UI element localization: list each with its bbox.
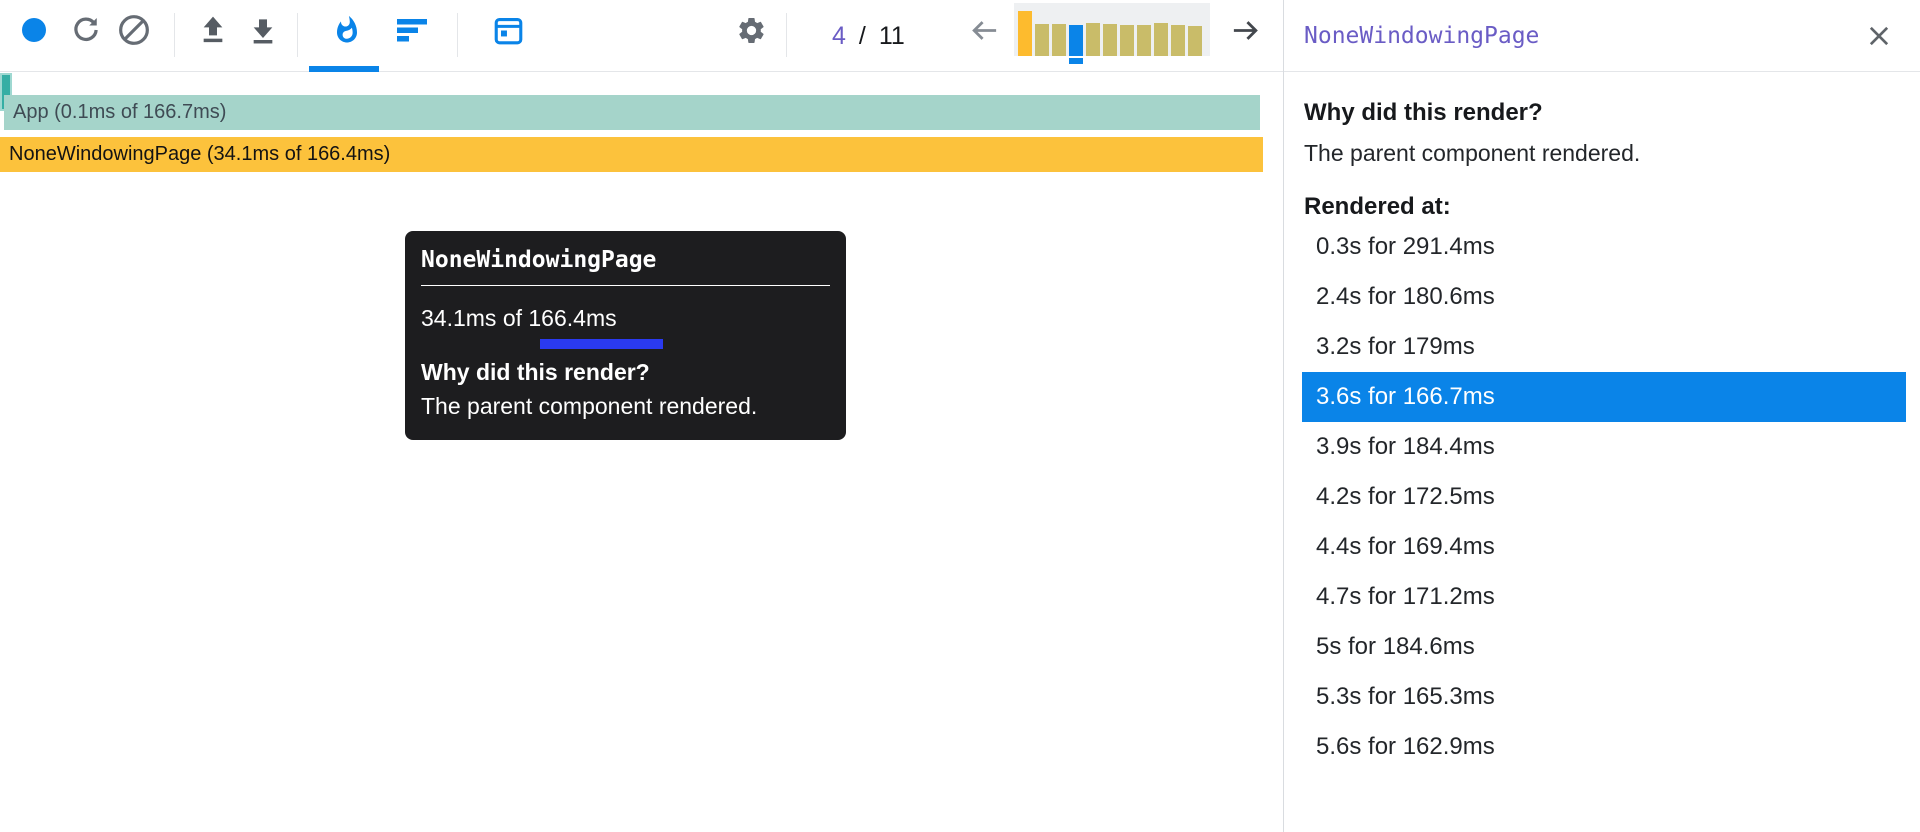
reload-icon — [74, 17, 98, 42]
commit-bar-chart — [1014, 3, 1210, 64]
ranked-chart-icon — [397, 19, 427, 42]
download-icon — [253, 19, 273, 44]
commit-bar[interactable] — [1103, 24, 1117, 56]
timeline-calendar-icon — [494, 17, 522, 44]
tooltip-component-name: NoneWindowingPage — [421, 247, 657, 273]
flame-bar-app[interactable]: App (0.1ms of 166.7ms) — [4, 95, 1260, 130]
tooltip-why-answer: The parent component rendered. — [421, 393, 758, 419]
commit-bar[interactable] — [1035, 24, 1049, 56]
commit-total: 11 — [878, 21, 905, 50]
block-icon — [119, 15, 149, 45]
commit-bar[interactable] — [1137, 25, 1151, 56]
flame-icon — [337, 15, 357, 43]
rendered-at-list: 0.3s for 291.4ms 2.4s for 180.6ms 3.2s for… — [1302, 222, 1906, 772]
commit-number-input[interactable]: 4 — [832, 21, 846, 50]
flamegraph-area: App (0.1ms of 166.7ms) NoneWindowingPage… — [0, 73, 1282, 832]
active-tab-indicator — [309, 66, 379, 72]
why-did-this-render-reason: The parent component rendered. — [1304, 140, 1641, 166]
profiler-toolbar: 4 / 11 — [0, 0, 1283, 72]
toolbar-separator — [174, 13, 175, 57]
settings-button[interactable] — [732, 11, 770, 49]
pagination-separator: / — [858, 21, 866, 50]
record-icon — [22, 18, 46, 42]
rendered-at-item[interactable]: 5.3s for 165.3ms — [1316, 683, 1495, 710]
record-button[interactable] — [15, 11, 53, 49]
toolbar-separator — [297, 13, 298, 57]
toolbar-separator — [786, 13, 787, 57]
rendered-at-item[interactable]: 3.6s for 166.7ms — [1302, 372, 1906, 422]
rendered-at-item[interactable]: 3.2s for 179ms — [1316, 333, 1475, 360]
selected-commit-marker — [1069, 58, 1083, 64]
commit-bar[interactable] — [1154, 23, 1168, 56]
commit-bar[interactable] — [1120, 25, 1134, 56]
rendered-at-item[interactable]: 4.2s for 172.5ms — [1316, 483, 1495, 510]
gear-icon — [738, 17, 764, 43]
tooltip-divider — [421, 285, 830, 286]
rendered-at-item[interactable]: 0.3s for 291.4ms — [1316, 233, 1495, 260]
commit-bar[interactable] — [1188, 26, 1202, 56]
cursor-highlight-bar — [540, 339, 663, 349]
rendered-at-item[interactable]: 4.7s for 171.2ms — [1316, 583, 1495, 610]
why-did-this-render-heading: Why did this render? — [1304, 99, 1543, 126]
timeline-tab-button[interactable] — [489, 11, 527, 49]
close-panel-button[interactable] — [1860, 17, 1898, 55]
commit-bar[interactable] — [1052, 24, 1066, 56]
load-profile-button[interactable] — [194, 11, 232, 49]
commit-bar[interactable] — [1018, 11, 1032, 56]
rendered-at-item[interactable]: 2.4s for 180.6ms — [1316, 283, 1495, 310]
commit-bar[interactable] — [1171, 25, 1185, 56]
upload-icon — [203, 16, 223, 43]
details-panel-body: Why did this render? The parent componen… — [1284, 72, 1920, 772]
save-profile-button[interactable] — [244, 11, 282, 49]
rendered-at-heading: Rendered at: — [1304, 193, 1451, 220]
flame-tooltip: NoneWindowingPage 34.1ms of 166.4ms Why … — [405, 231, 846, 440]
arrow-right-icon — [1233, 20, 1258, 40]
rendered-at-item[interactable]: 3.9s for 184.4ms — [1316, 433, 1495, 460]
arrow-left-icon — [971, 20, 996, 40]
flame-bar-nonewindowingpage[interactable]: NoneWindowingPage (34.1ms of 166.4ms) — [0, 137, 1263, 172]
rendered-at-item[interactable]: 5.6s for 162.9ms — [1316, 733, 1495, 760]
reload-profile-button[interactable] — [67, 11, 105, 49]
close-icon — [1869, 26, 1889, 46]
component-details-panel: NoneWindowingPage Why did this render? T… — [1283, 0, 1920, 832]
tooltip-timing: 34.1ms of 166.4ms — [421, 305, 617, 331]
previous-commit-button[interactable] — [965, 11, 1003, 49]
commit-pagination: 4 / 11 — [832, 0, 905, 72]
rendered-at-item[interactable]: 4.4s for 169.4ms — [1316, 533, 1495, 560]
tooltip-why-title: Why did this render? — [421, 359, 650, 385]
commit-bar[interactable] — [1086, 23, 1100, 56]
flamegraph-tab-button[interactable] — [328, 11, 366, 49]
rendered-at-item[interactable]: 5s for 184.6ms — [1316, 633, 1475, 660]
next-commit-button[interactable] — [1226, 11, 1264, 49]
selected-component-name[interactable]: NoneWindowingPage — [1304, 23, 1540, 49]
commit-bar[interactable] — [1069, 25, 1083, 56]
toolbar-separator — [457, 13, 458, 57]
ranked-tab-button[interactable] — [394, 11, 432, 49]
details-panel-header: NoneWindowingPage — [1284, 0, 1920, 72]
clear-profile-button[interactable] — [115, 11, 153, 49]
